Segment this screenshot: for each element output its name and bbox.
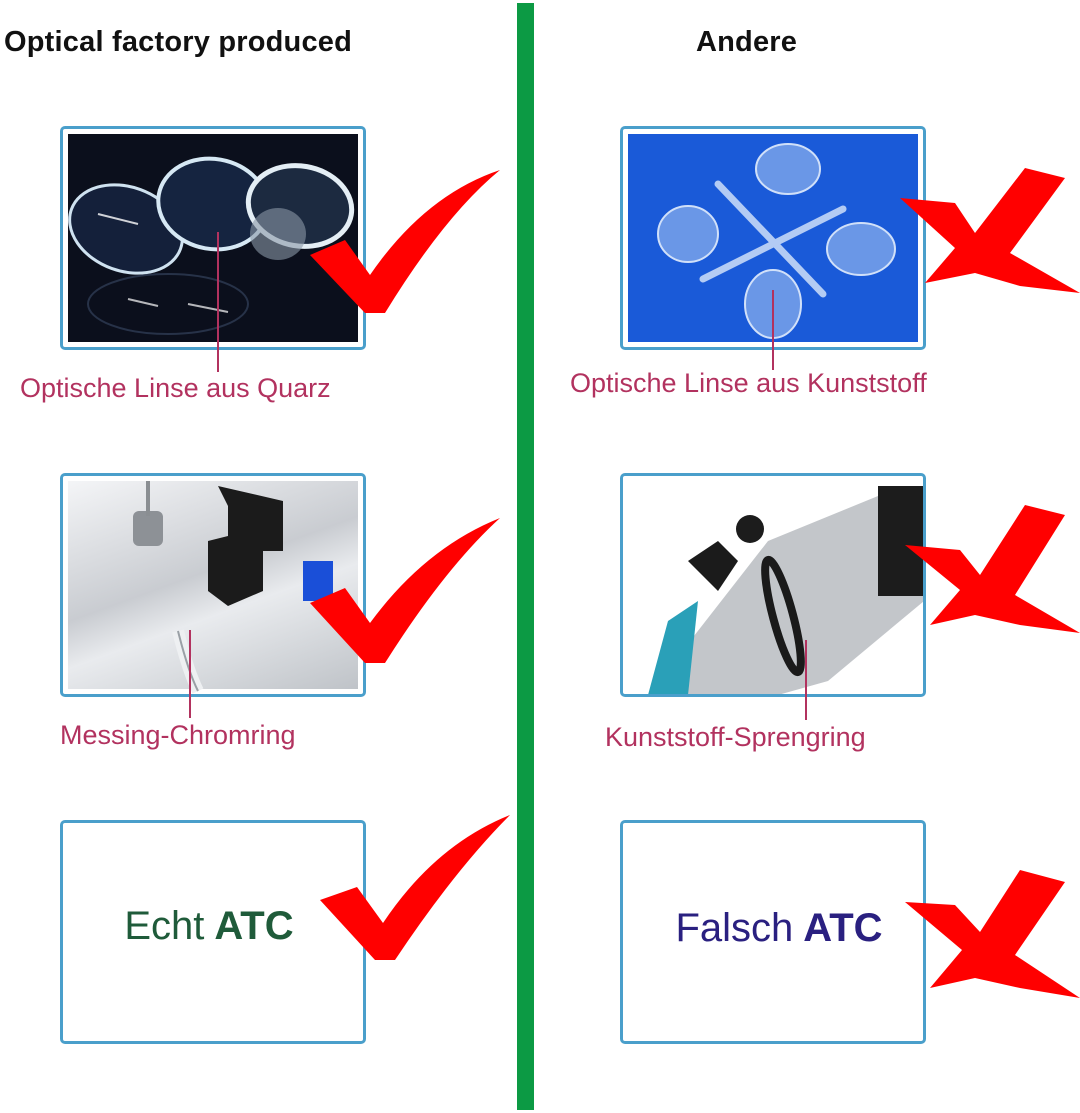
plastic-ring-refractometer-photo: [628, 481, 923, 694]
plastic-ring-caption: Kunststoff-Sprengring: [605, 722, 866, 752]
chrome-ring-refractometer-photo: [68, 481, 358, 694]
falsch-atc-panel: Falsch ATC: [620, 820, 926, 1044]
quartz-leader-line: [217, 232, 219, 372]
cross-icon: [905, 505, 1080, 633]
cross-icon: [905, 870, 1080, 998]
chrome-ring-caption: Messing-Chromring: [60, 720, 296, 750]
quartz-lens-panel: [60, 126, 366, 350]
heading-right: Andere: [696, 26, 798, 58]
echt-atc-label: Echt ATC: [63, 823, 363, 1041]
plastic-lens-leader-line: [772, 290, 774, 370]
chrome-ring-leader-line: [189, 630, 191, 718]
quartz-lenses-photo: [68, 134, 358, 342]
cross-icon: [900, 168, 1080, 293]
checkmark-icon: [310, 518, 500, 663]
plastic-ring-panel: [620, 473, 926, 697]
atc-text: ATC: [214, 903, 294, 948]
echt-text: Echt: [124, 903, 205, 948]
chrome-ring-panel: [60, 473, 366, 697]
heading-left: Optical factory produced: [4, 26, 353, 58]
falsch-atc-label: Falsch ATC: [623, 823, 923, 1041]
plastic-ring-leader-line: [805, 640, 807, 720]
plastic-lens-caption: Optische Linse aus Kunststoff: [570, 368, 927, 398]
checkmark-icon: [310, 170, 500, 313]
atc-text: ATC: [803, 905, 883, 950]
falsch-text: Falsch: [675, 905, 794, 950]
echt-atc-panel: Echt ATC: [60, 820, 366, 1044]
column-divider: [517, 3, 534, 1110]
quartz-caption: Optische Linse aus Quarz: [20, 373, 331, 403]
checkmark-icon: [320, 815, 510, 960]
